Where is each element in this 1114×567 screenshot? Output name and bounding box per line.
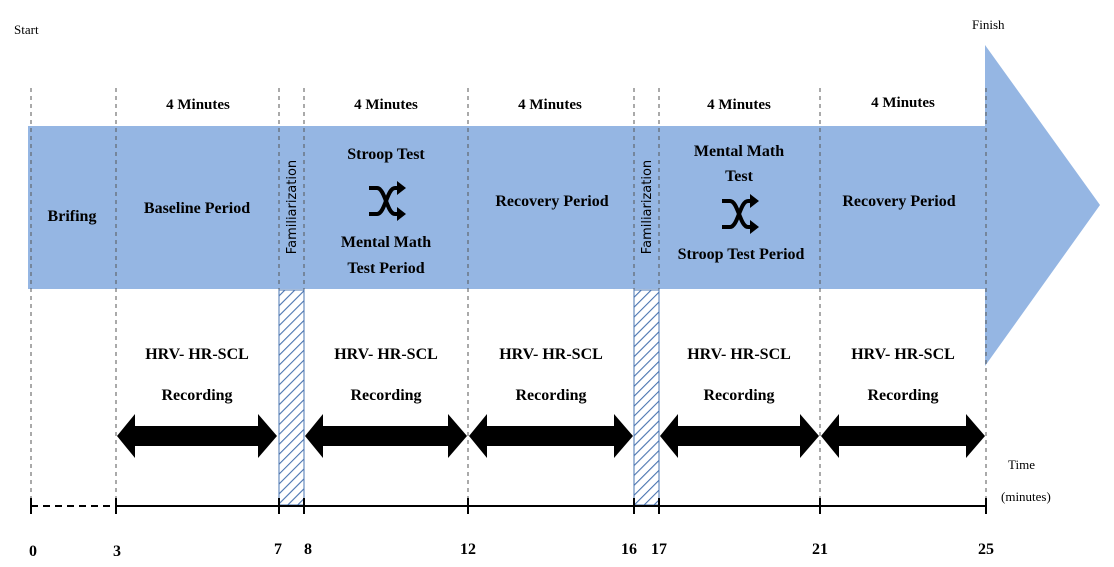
tick-label: 3: [113, 543, 121, 560]
tick-label: 8: [304, 541, 312, 558]
recording-signal-label: HRV- HR-SCL: [145, 346, 249, 363]
familiarization-label-2: Familiarization: [640, 160, 655, 254]
recovery-1-label: Recovery Period: [495, 193, 608, 210]
recording-label: Recording: [867, 387, 938, 404]
time-label: Time: [1008, 457, 1035, 472]
familiarization-hatch-2: [633, 289, 660, 506]
tick-label: 0: [29, 543, 37, 560]
stress-1-line1: Stroop Test: [347, 146, 425, 163]
recording-arrow: [117, 414, 277, 458]
recording-signal-label: HRV- HR-SCL: [851, 346, 955, 363]
familiarization-label-1: Familiarization: [285, 160, 300, 254]
recording-signal-label: HRV- HR-SCL: [499, 346, 603, 363]
start-label: Start: [14, 22, 39, 37]
recording-label: Recording: [161, 387, 232, 404]
duration-label: 4 Minutes: [166, 97, 230, 113]
duration-label: 4 Minutes: [871, 95, 935, 111]
finish-label: Finish: [972, 17, 1005, 32]
tick-label: 7: [274, 541, 282, 558]
tick-label: 25: [978, 541, 994, 558]
recording-arrow: [469, 414, 633, 458]
shuffle-icon: [722, 194, 759, 234]
duration-label: 4 Minutes: [518, 97, 582, 113]
recording-label: Recording: [350, 387, 421, 404]
stress-2-line3: Stroop Test Period: [678, 246, 805, 263]
recovery-2-label: Recovery Period: [842, 193, 955, 210]
stress-1-line2: Mental Math: [341, 234, 431, 251]
timeline-arrow-head: [985, 45, 1100, 366]
tick-label: 16: [621, 541, 637, 558]
recording-signal-label: HRV- HR-SCL: [334, 346, 438, 363]
stress-2-line1: Mental Math: [694, 143, 784, 160]
shuffle-icon: [369, 181, 406, 221]
time-unit-label: (minutes): [1001, 489, 1051, 504]
duration-labels: 4 Minutes 4 Minutes 4 Minutes 4 Minutes …: [166, 95, 935, 113]
duration-label: 4 Minutes: [354, 97, 418, 113]
recording-arrow: [660, 414, 819, 458]
duration-label: 4 Minutes: [707, 97, 771, 113]
recording-label: Recording: [703, 387, 774, 404]
stress-1-line3: Test Period: [347, 260, 424, 277]
tick-label: 21: [812, 541, 828, 558]
recording-signal-label: HRV- HR-SCL: [687, 346, 791, 363]
axis-tick-marks: [30, 498, 987, 514]
baseline-label: Baseline Period: [144, 200, 250, 217]
tick-label: 17: [651, 541, 667, 558]
recording-arrows: [117, 414, 985, 458]
recording-arrow: [305, 414, 467, 458]
briefing-label: Brifing: [48, 208, 97, 225]
familiarization-hatch-1: [278, 289, 305, 506]
stress-2-line2: Test: [725, 168, 754, 185]
recording-arrow: [821, 414, 985, 458]
timeline-band: [28, 126, 988, 289]
recording-label: Recording: [515, 387, 586, 404]
tick-label: 12: [460, 541, 476, 558]
